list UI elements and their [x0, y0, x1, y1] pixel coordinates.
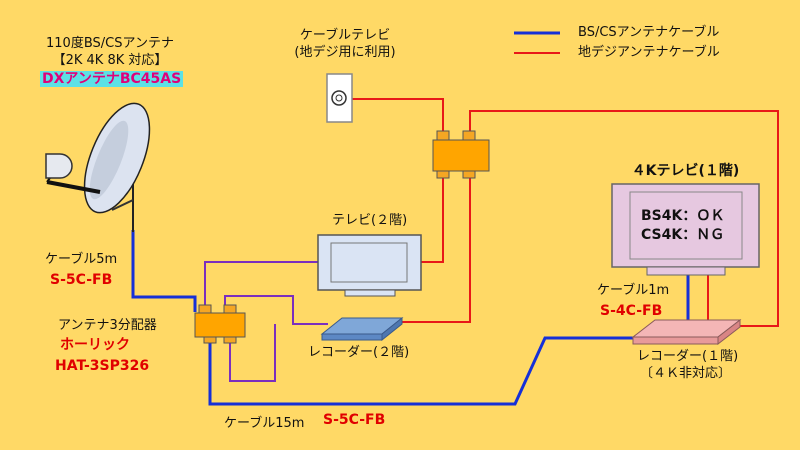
cable-5m-line: [131, 230, 197, 312]
tv-4k-cs-status: CS4K：ＮＧ: [641, 227, 725, 243]
legend-bs-label: BS/CSアンテナケーブル: [578, 25, 720, 40]
cable-splitter-to-tv2f: [418, 170, 444, 263]
recorder-2f-icon: [320, 316, 404, 342]
cable-15m-type: S-5C-FB: [323, 412, 386, 428]
cable-tv-outlet-icon: [326, 73, 353, 123]
recorder-1f-note: 〔４Ｋ非対応〕: [640, 366, 732, 381]
splitter-maker: ホーリック: [60, 337, 130, 353]
tv-4k-icon: [611, 183, 760, 276]
antenna-model: DXアンテナBC45AS: [40, 71, 184, 87]
cable-splitter-to-recorder2f: [402, 170, 471, 323]
antenna-label-line2: 【2K 4K 8K 対応】: [52, 53, 168, 68]
cable-splitter-to-recorder1f: [469, 110, 779, 327]
recorder-2f-label: レコーダー(２階): [308, 345, 410, 360]
cable-splitter-to-recorder2f-bs-b: [229, 324, 276, 382]
cable-1m-type: S-4C-FB: [600, 303, 663, 319]
legend-terrestrial-label: 地デジアンテナケーブル: [578, 45, 720, 60]
cable-15m-label: ケーブル15m: [224, 416, 305, 431]
tv-2f-label: テレビ(２階): [332, 213, 408, 228]
cable-splitter-to-tv2f-bs: [204, 261, 322, 312]
tv-4k-bs-status: BS4K：ＯＫ: [641, 208, 725, 224]
recorder-1f-label: レコーダー(１階): [637, 349, 739, 364]
cable-splitter-to-recorder2f-bs-a: [224, 295, 328, 325]
satellite-dish-icon: [45, 102, 151, 232]
splitter-model: HAT-3SP326: [55, 358, 150, 374]
tv-2f-icon: [317, 234, 422, 297]
recorder-1f-icon: [631, 318, 742, 346]
tv-4k-title: ４Kテレビ(１階): [631, 163, 740, 179]
terrestrial-splitter-icon: [432, 130, 490, 179]
cable-15m-line: [208, 335, 633, 406]
antenna-label-line1: 110度BS/CSアンテナ: [46, 36, 174, 51]
antenna-3way-splitter-icon: [194, 304, 246, 344]
cable-tv-label-line1: ケーブルテレビ: [299, 28, 391, 43]
splitter-label: アンテナ3分配器: [58, 318, 157, 333]
cable-1m-label: ケーブル1m: [597, 283, 670, 298]
cable-5m-type: S-5C-FB: [50, 272, 113, 288]
cable-5m-label: ケーブル5m: [45, 252, 118, 267]
cable-tv-label-line2: (地デジ用に利用): [294, 45, 396, 60]
cable-ctv-to-splitter: [352, 98, 444, 140]
